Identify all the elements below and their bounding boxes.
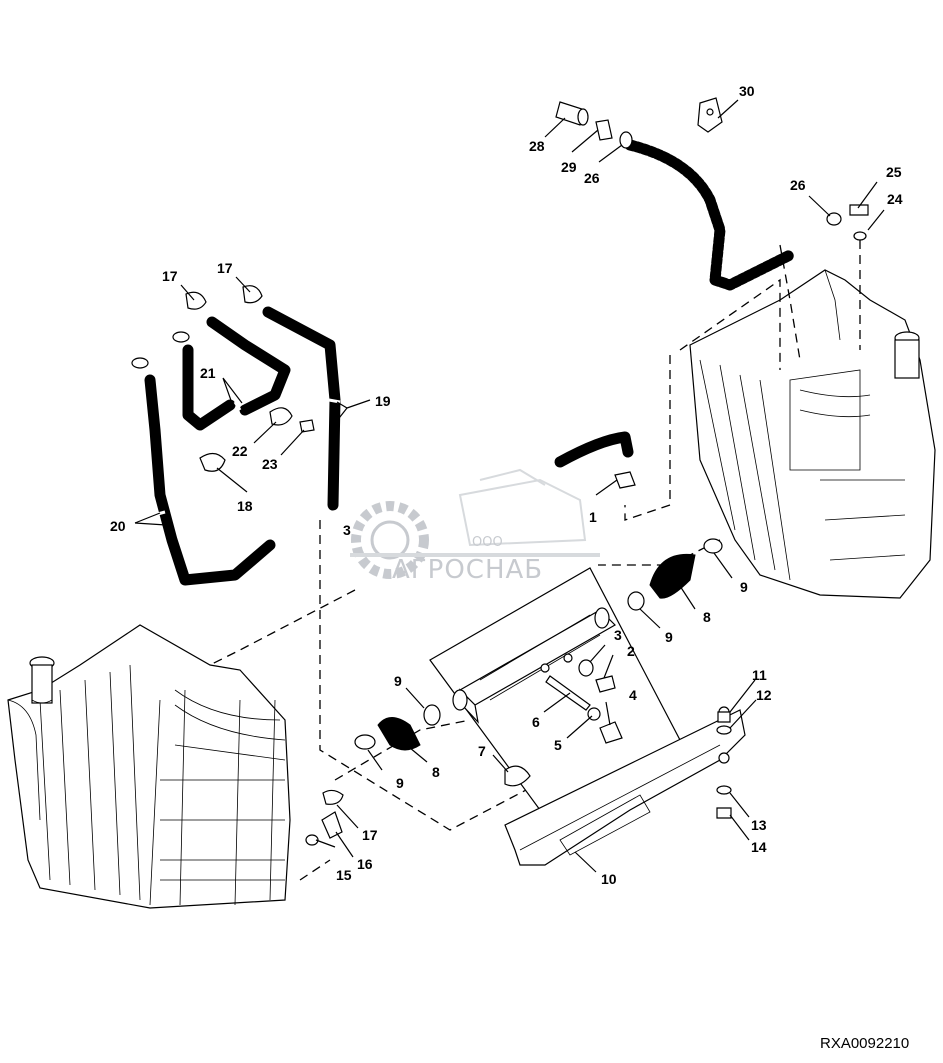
callout-15: 15 xyxy=(336,867,352,883)
rod-part-6 xyxy=(545,675,591,711)
callout-25: 25 xyxy=(886,164,902,180)
callout-8-upper: 8 xyxy=(703,609,711,625)
adapter-part-29 xyxy=(595,119,613,141)
callout-22: 22 xyxy=(232,443,248,459)
left-radiator-assembly xyxy=(7,624,291,909)
washer-part-13 xyxy=(716,785,732,795)
lower-left-hose xyxy=(354,704,441,751)
clamp-part-1 xyxy=(614,471,636,489)
combine-harvester-icon xyxy=(458,478,587,547)
assembly-guide-lines xyxy=(209,240,861,881)
plug-part-3 xyxy=(578,659,594,677)
fitting-part-16 xyxy=(321,811,343,839)
callout-17-left: 17 xyxy=(162,268,178,284)
clamp-part-18 xyxy=(199,452,226,472)
callout-18: 18 xyxy=(237,498,253,514)
callout-30: 30 xyxy=(739,83,755,99)
drawing-reference-code: RXA0092210 xyxy=(820,1035,909,1052)
callout-28: 28 xyxy=(529,138,545,154)
callout-10: 10 xyxy=(601,871,617,887)
clamp-part-22 xyxy=(269,407,293,426)
callout-9-upper-right: 9 xyxy=(740,579,748,595)
callout-12: 12 xyxy=(756,687,772,703)
watermark-small-text: ООО xyxy=(472,535,503,550)
clamp-part-9-b xyxy=(354,734,376,750)
clamp-part-26-a xyxy=(619,131,633,149)
callout-9-lower-bottom: 9 xyxy=(396,775,404,791)
callout-26-left: 26 xyxy=(584,170,600,186)
cooler-small-parts xyxy=(504,659,623,787)
callout-19: 19 xyxy=(375,393,391,409)
leader-lines xyxy=(134,99,885,873)
callout-11: 11 xyxy=(752,667,767,683)
callout-1: 1 xyxy=(589,509,597,525)
callout-7: 7 xyxy=(478,743,486,759)
callout-9-upper-left: 9 xyxy=(665,629,673,645)
fitting-part-21-end xyxy=(172,331,190,343)
ring-part-24 xyxy=(853,231,867,241)
callout-labels: 1 2 3 3 4 5 6 7 8 8 9 9 9 9 10 11 12 13 … xyxy=(110,83,903,887)
washer-part-12 xyxy=(716,725,732,735)
clamp-part-26-b xyxy=(826,212,842,226)
watermark-brand-text: АГРОСНАБ xyxy=(392,555,543,585)
hose-part-8-lower xyxy=(377,717,421,751)
hoses-19-21 xyxy=(131,306,341,586)
plug-part-15 xyxy=(305,834,319,846)
callout-20: 20 xyxy=(110,518,126,534)
callout-5: 5 xyxy=(554,737,562,753)
callout-14: 14 xyxy=(751,839,767,855)
callout-13: 13 xyxy=(751,817,767,833)
callout-2: 2 xyxy=(627,643,635,659)
upper-center-hose xyxy=(554,431,636,489)
callout-6: 6 xyxy=(532,714,540,730)
upper-right-hose xyxy=(627,538,723,611)
fittings-15-16 xyxy=(305,811,343,846)
callout-17-right: 17 xyxy=(217,260,233,276)
callout-24: 24 xyxy=(887,191,903,207)
callout-4: 4 xyxy=(629,687,637,703)
callout-21: 21 xyxy=(200,365,216,381)
right-radiator-assembly xyxy=(689,269,936,599)
clamp-part-17-c xyxy=(322,789,344,805)
fitting-part-2 xyxy=(595,675,616,693)
callout-3-watermark-left: 3 xyxy=(343,522,351,538)
clamp-part-9-d xyxy=(703,538,723,554)
hardware-11-14 xyxy=(716,711,732,819)
hose-part-8-upper xyxy=(649,553,696,599)
clamp-part-9-a xyxy=(423,704,441,726)
nut-part-14 xyxy=(716,807,732,819)
watermark: ООО АГРОСНАБ xyxy=(350,468,600,585)
callout-17-lower: 17 xyxy=(362,827,378,843)
callout-23: 23 xyxy=(262,456,278,472)
clamp-part-7 xyxy=(504,765,531,787)
callout-8-lower: 8 xyxy=(432,764,440,780)
screw-part-23 xyxy=(299,419,315,433)
cap-part-25 xyxy=(849,204,869,216)
clamp-part-9-c xyxy=(627,591,645,611)
callout-16: 16 xyxy=(357,856,373,872)
callout-3: 3 xyxy=(614,627,622,643)
upper-right-parts xyxy=(555,97,869,291)
fitting-part-20-end xyxy=(131,357,149,369)
callout-9-lower-top: 9 xyxy=(394,673,402,689)
callout-29: 29 xyxy=(561,159,577,175)
gear-icon xyxy=(351,501,429,579)
callout-26-right: 26 xyxy=(790,177,806,193)
bolt-part-11 xyxy=(717,711,731,723)
